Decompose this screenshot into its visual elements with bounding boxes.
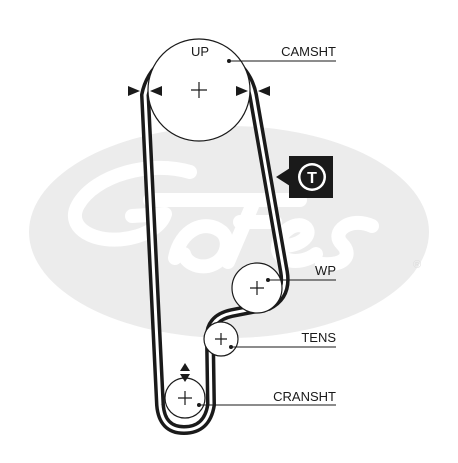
tensioner-pulley <box>203 321 239 357</box>
crankshaft-timing-arrow-down-icon <box>180 374 190 382</box>
camshaft-pulley: UP <box>128 38 270 142</box>
registered-mark: ® <box>413 259 421 271</box>
camshaft-center-mark-icon <box>191 82 207 98</box>
tensioner-badge-disc <box>300 165 324 189</box>
tensioner-badge-pointer-icon <box>276 168 290 186</box>
up-label: UP <box>191 44 209 59</box>
timing-arrow-right-outer-icon <box>258 86 270 96</box>
wp-callout: WP <box>266 263 336 282</box>
timing-arrow-left-outer-icon <box>128 86 140 96</box>
tensioner-badge-letter: T <box>307 170 317 187</box>
crankshaft-center-mark-icon <box>178 391 192 405</box>
cransht-callout: CRANSHT <box>197 389 336 407</box>
camsht-label: CAMSHT <box>281 44 336 59</box>
cransht-label: CRANSHT <box>273 389 336 404</box>
crankshaft-pulley <box>164 363 206 419</box>
tensioner-center-mark-icon <box>215 333 227 345</box>
timing-arrow-left-inner-icon <box>150 86 162 96</box>
water-pump-center-mark-icon <box>250 281 264 295</box>
water-pump-pulley <box>231 262 283 314</box>
tens-label: TENS <box>301 330 336 345</box>
gates-watermark: ® <box>29 126 429 338</box>
tensioner-badge: T <box>276 156 333 198</box>
wp-label: WP <box>315 263 336 278</box>
timing-arrow-right-inner-icon <box>236 86 248 96</box>
crankshaft-timing-arrow-up-icon <box>180 363 190 371</box>
camsht-callout: CAMSHT <box>227 44 336 63</box>
tens-callout: TENS <box>229 330 336 349</box>
